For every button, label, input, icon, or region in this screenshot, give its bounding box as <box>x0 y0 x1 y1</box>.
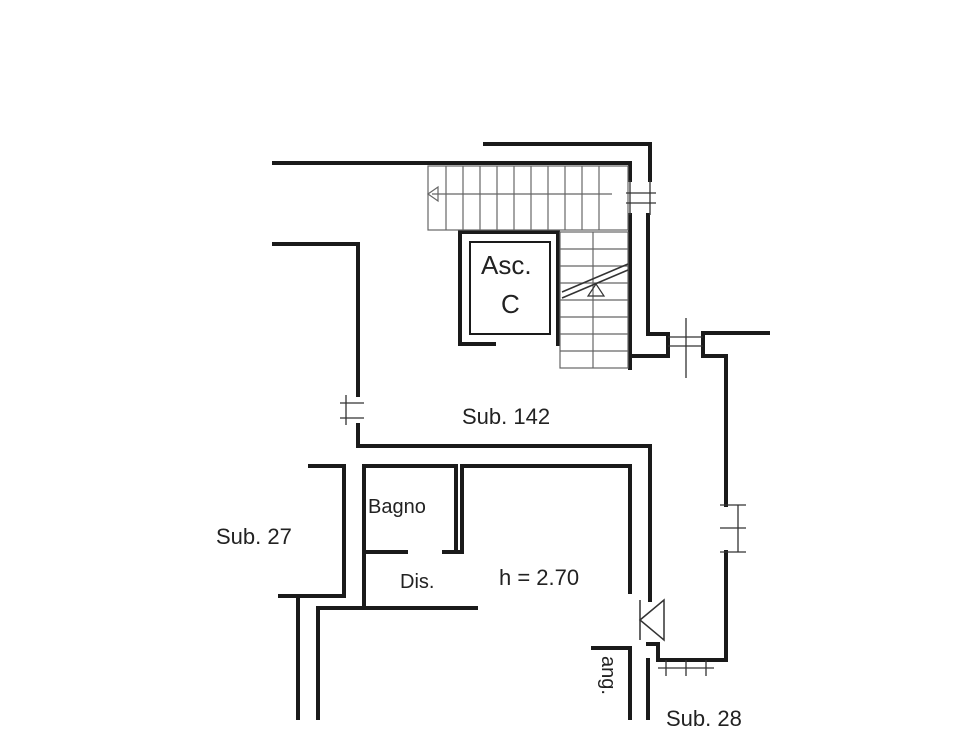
walls <box>272 142 770 720</box>
stair-break-line2 <box>561 263 629 293</box>
entry-door-triangle <box>638 598 665 642</box>
stair-upper-flight <box>427 165 629 231</box>
room-label-sub-bottom: Sub. 28 <box>666 706 742 731</box>
elevator-outer <box>458 230 560 346</box>
stair-break-line <box>561 269 629 299</box>
elevator-inner <box>469 241 551 335</box>
room-label-sub-142: Sub. 142 <box>462 404 551 429</box>
door-openings <box>340 180 746 676</box>
entry-door <box>638 598 665 642</box>
ceiling-height-label: h = 2.70 <box>499 565 580 590</box>
stair-arrow-head <box>426 185 439 203</box>
room-label-ang: ang. <box>597 656 619 695</box>
room-label-dis: Dis. <box>400 571 435 593</box>
room-label-bagno: Bagno <box>368 496 426 518</box>
elevator-label-line1: Asc. <box>481 250 532 280</box>
stair-arrow-up <box>586 282 606 297</box>
staircase <box>426 165 629 369</box>
elevator-label-line2: C <box>501 289 520 319</box>
room-label-sub-27: Sub. 27 <box>216 524 292 549</box>
elevator-shaft <box>458 230 560 346</box>
